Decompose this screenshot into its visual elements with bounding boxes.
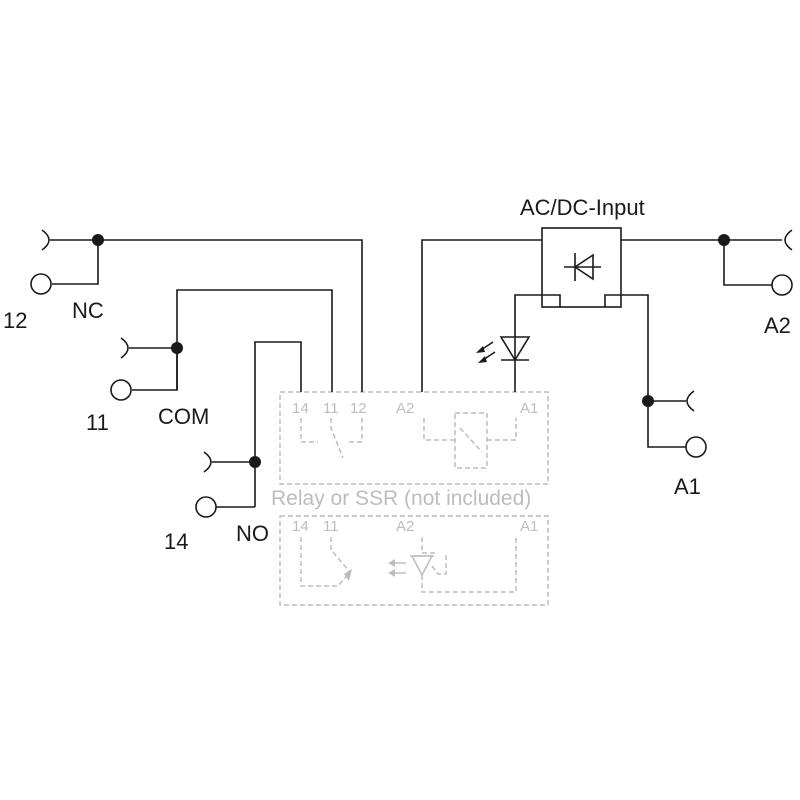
no-screw-terminal-icon [203, 451, 212, 473]
ssr-pin-11: 11 [323, 518, 339, 535]
relay-ghost-box: 14 11 12 A2 A1 Relay or SSR (not include… [271, 391, 549, 510]
com-plug-terminal-icon [110, 379, 132, 401]
relay-coil-icon [423, 412, 517, 469]
ssr-outline [279, 515, 549, 606]
ssr-phototransistor-icon [300, 537, 352, 587]
relay-pin-a2: A2 [396, 400, 414, 417]
com-screw-terminal-icon [120, 337, 129, 359]
a1-label: A1 [674, 474, 701, 499]
no-label: NO [236, 521, 269, 546]
nc-branch-wire [52, 240, 99, 285]
a2-branch-wire [723, 240, 772, 286]
led-indicator-icon [476, 336, 531, 363]
nc-label: NC [72, 298, 104, 323]
relay-contact-icon [300, 418, 363, 459]
nc-number-label: 12 [3, 308, 27, 333]
ssr-pin-a1: A1 [520, 518, 538, 535]
nc-wire [50, 239, 363, 390]
relay-outline [279, 391, 549, 485]
a1-wire [604, 294, 686, 448]
ssr-pin-14: 14 [292, 518, 309, 535]
a2-plug-terminal-icon [771, 274, 793, 296]
no-trunk-wire [254, 341, 302, 507]
rectifier-diode-icon [564, 253, 601, 281]
com-branch-wire [132, 348, 178, 391]
com-number-label: 11 [86, 410, 109, 435]
ssr-pin-a2: A2 [396, 518, 414, 535]
a2-label: A2 [764, 313, 791, 338]
input-circuit: AC/DC-Input A2 A1 [421, 195, 793, 499]
com-terminal-group: 11 COM [86, 289, 333, 435]
no-plug-terminal-icon [195, 496, 217, 518]
no-junction-dot [249, 456, 261, 468]
relay-pin-12: 12 [350, 400, 367, 417]
no-terminal-group: 14 NO [164, 341, 302, 554]
relay-ghost-title: Relay or SSR (not included) [271, 487, 531, 510]
pin-leads [300, 390, 516, 392]
input-title: AC/DC-Input [520, 195, 645, 220]
a1-plug-terminal-icon [685, 436, 707, 458]
nc-plug-terminal-icon [30, 273, 52, 295]
rectifier-box [541, 227, 622, 308]
a1-screw-terminal-icon [686, 390, 695, 412]
a2-wire [421, 239, 542, 390]
led-wire [514, 294, 561, 390]
no-number-label: 14 [164, 529, 188, 554]
nc-terminal-group: 12 NC [3, 229, 363, 390]
a2-screw-terminal-icon [784, 229, 793, 251]
nc-screw-terminal-icon [41, 229, 50, 251]
ssr-optocoupler-led-icon [388, 537, 517, 593]
com-trunk-wire [176, 289, 333, 390]
com-label: COM [158, 404, 209, 429]
ssr-ghost-box: 14 11 A2 A1 [279, 515, 549, 606]
relay-pin-14: 14 [292, 400, 309, 417]
relay-pin-11: 11 [323, 400, 339, 417]
relay-pin-a1: A1 [520, 400, 538, 417]
